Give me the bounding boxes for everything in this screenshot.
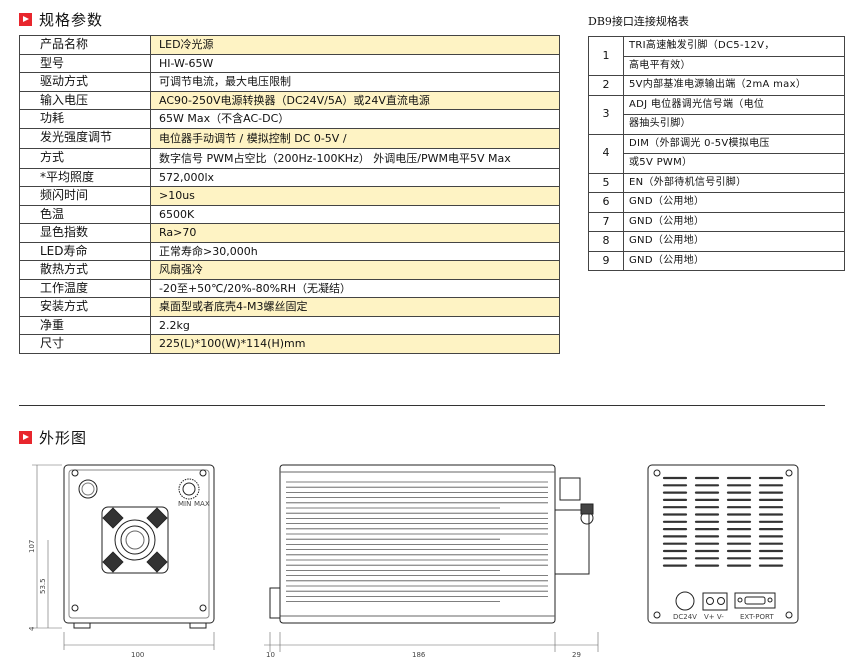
spec-row: 安装方式桌面型或者底壳4-M3螺丝固定 <box>19 297 560 317</box>
section-divider <box>19 405 825 406</box>
outline-section-title: 外形图 <box>39 429 88 447</box>
spec-value: AC90-250V电源转换器（DC24V/5A）或24V直流电源 <box>150 90 560 110</box>
power-jack-label: DC24V <box>673 613 697 621</box>
spec-value: 572,000lx <box>150 167 560 187</box>
spec-label: 方式 <box>19 147 151 169</box>
db9-pin-function: GND（公用地） <box>623 250 845 271</box>
spec-value: >10us <box>150 186 560 206</box>
dim-foot-label: 4 <box>28 626 36 631</box>
spec-row-dimming: 发光强度调节 电位器手动调节 / 模拟控制 DC 0-5V / <box>19 127 560 149</box>
side-view-drawing <box>264 464 599 652</box>
spec-value: 6500K <box>150 204 560 224</box>
dim-length-label: 186 <box>412 651 426 659</box>
dim-flange-label: 10 <box>266 651 275 659</box>
spec-value: 数字信号 PWM占空比（200Hz-100KHz） 外调电压/PWM电平5V M… <box>150 147 560 169</box>
spec-row: 散热方式风扇强冷 <box>19 260 560 280</box>
outline-section-header: 外形图 <box>19 427 87 448</box>
spec-label: 尺寸 <box>19 334 151 354</box>
spec-value: 65W Max（不含AC-DC） <box>150 109 560 129</box>
spec-value: 风扇强冷 <box>150 260 560 280</box>
spec-label: 输入电压 <box>19 90 151 110</box>
rear-view-drawing <box>647 464 799 624</box>
spec-value: 电位器手动调节 / 模拟控制 DC 0-5V / <box>150 127 560 149</box>
voltage-terminal-label: V+ V- <box>704 613 724 621</box>
play-arrow-icon <box>19 431 32 444</box>
db9-pin-number: 4 <box>588 133 624 174</box>
play-arrow-icon <box>19 13 32 26</box>
dim-width-label: 100 <box>131 651 144 659</box>
knob-min-label: MIN <box>178 500 191 508</box>
spec-row: LED寿命正常寿命>30,000h <box>19 241 560 261</box>
spec-label: LED寿命 <box>19 241 151 261</box>
spec-label: 工作温度 <box>19 278 151 298</box>
spec-section-header: 规格参数 <box>19 9 103 30</box>
spec-label: 发光强度调节 <box>19 127 151 149</box>
spec-value: 225(L)*100(W)*114(H)mm <box>150 334 560 354</box>
spec-section-title: 规格参数 <box>39 11 104 29</box>
spec-row: 频闪时间>10us <box>19 186 560 206</box>
spec-value: LED冷光源 <box>150 35 560 55</box>
dim-height-label: 107 <box>28 540 36 553</box>
spec-value: Ra>70 <box>150 223 560 243</box>
front-view-drawing <box>32 464 215 650</box>
spec-row-dimming-cont: 方式 数字信号 PWM占空比（200Hz-100KHz） 外调电压/PWM电平5… <box>19 147 560 169</box>
knob-max-label: MAX <box>194 500 210 508</box>
spec-label: 显色指数 <box>19 223 151 243</box>
ext-port-label: EXT-PORT <box>740 613 774 621</box>
db9-table-title: DB9接口连接规格表 <box>588 15 689 28</box>
spec-label: 频闪时间 <box>19 186 151 206</box>
dim-half-height-label: 53.5 <box>39 578 47 594</box>
dim-rear-label: 29 <box>572 651 581 659</box>
